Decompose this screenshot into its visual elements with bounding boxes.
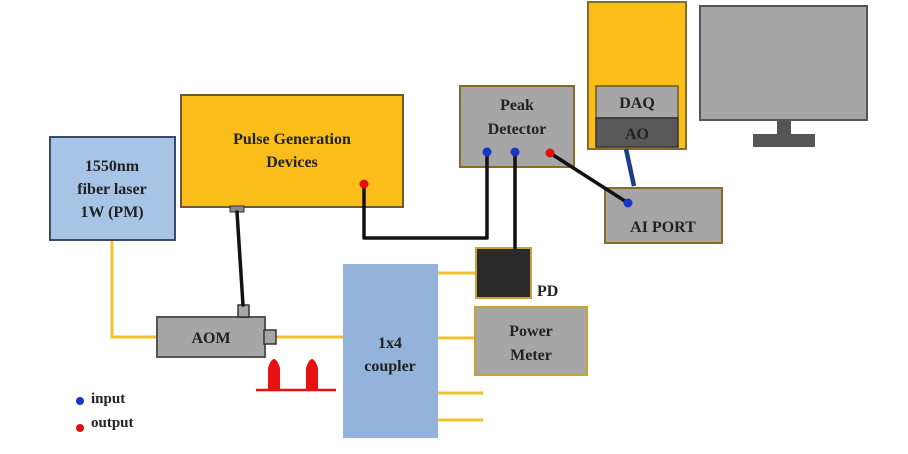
wire-pulse-gen-to-aom — [235, 210, 245, 307]
electrical-wires — [235, 150, 630, 307]
peak-detector-label-line2: Detector — [488, 121, 547, 138]
daq-label: DAQ — [619, 95, 655, 112]
laser-label-line1: 1550nm — [85, 158, 140, 175]
aom-label: AOM — [191, 330, 230, 347]
monitor-icon — [699, 5, 868, 147]
aom-rf-port — [237, 304, 250, 318]
power-meter: Power Meter — [474, 306, 588, 376]
ai-port-label: AI PORT — [630, 219, 696, 236]
daq-ao-label: AO — [625, 126, 649, 143]
power-meter-label-line2: Meter — [510, 347, 552, 364]
wire-ao-to-ai-port — [623, 148, 637, 187]
legend-output-marker — [76, 424, 84, 432]
ai-port: AI PORT — [604, 187, 723, 244]
peak-detector-input-port-2 — [510, 147, 520, 157]
peak-detector-output-port — [545, 148, 555, 158]
laser-label-line3: 1W (PM) — [80, 204, 143, 221]
coupler-label-line2: coupler — [364, 358, 416, 375]
wire-pulse-gen-to-peak-detector — [362, 150, 489, 240]
fiber-connections — [110, 240, 483, 422]
daq: DAQ AO — [587, 1, 687, 150]
pd-label: PD — [537, 283, 558, 300]
aom: AOM — [156, 304, 277, 358]
coupler: 1x4 coupler — [343, 264, 438, 438]
photodetector: PD — [475, 247, 558, 300]
peak-detector-label-line1: Peak — [500, 97, 534, 114]
coupler-label-line1: 1x4 — [378, 335, 402, 352]
legend-input-marker — [76, 397, 84, 405]
pulse-gen-label-line2: Devices — [266, 154, 318, 171]
fiber-laser: 1550nm fiber laser 1W (PM) — [49, 136, 176, 241]
pulse-generation-devices: Pulse Generation Devices — [180, 94, 404, 213]
power-meter-label-line1: Power — [509, 323, 553, 340]
legend: input output — [76, 391, 134, 432]
peak-detector-input-port-1 — [482, 147, 492, 157]
ai-port-input-port — [623, 198, 633, 208]
legend-input-label: input — [91, 391, 125, 407]
pulse-gen-output-port — [359, 179, 369, 189]
legend-output-label: output — [91, 415, 134, 431]
fiber-laser-to-aom — [110, 240, 157, 339]
pulse-train-icon — [256, 359, 336, 392]
aom-output-port — [263, 329, 277, 345]
ports — [359, 147, 633, 208]
wire-peak-detector-to-ai-port — [548, 151, 630, 205]
pulse-gen-label-line1: Pulse Generation — [233, 131, 351, 148]
laser-label-line2: fiber laser — [77, 181, 146, 198]
